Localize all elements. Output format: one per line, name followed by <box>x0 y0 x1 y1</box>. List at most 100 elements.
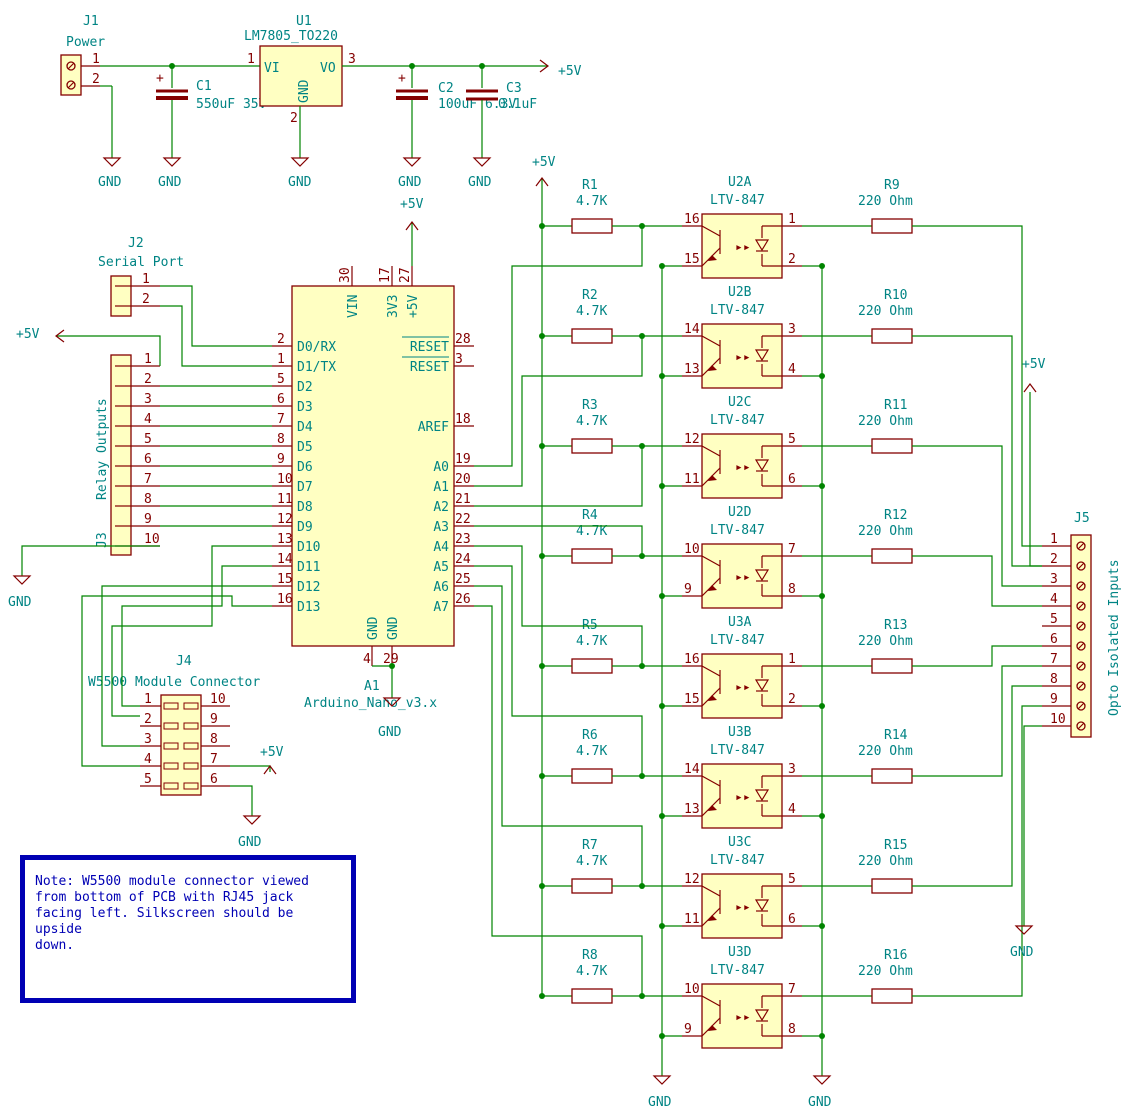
j5-terminal-slash <box>1077 602 1085 610</box>
arduino-pin-name: D10 <box>297 540 320 555</box>
resistor-value: 220 Ohm <box>858 524 913 539</box>
photo-arrows: ▸▸ <box>735 790 751 805</box>
resistor-r11 <box>871 438 913 454</box>
arduino-pin-name: D13 <box>297 600 320 615</box>
j4-contact <box>183 742 199 750</box>
arduino-pin-name: A0 <box>433 460 449 475</box>
pin-number: 11 <box>684 472 700 487</box>
arduino-pin-name: A7 <box>433 600 449 615</box>
photo-arrows: ▸▸ <box>735 350 751 365</box>
j4-pin-number: 9 <box>210 712 218 727</box>
pin-number: 15 <box>684 692 700 707</box>
arduino-pin-number: 4 <box>363 652 371 667</box>
resistor-ref: R3 <box>582 398 598 413</box>
opto-unit: U3A <box>728 615 752 630</box>
j5-pin-number: 1 <box>1050 532 1058 547</box>
j5-pin-number: 4 <box>1050 592 1058 607</box>
svg-text:GND: GND <box>238 835 262 850</box>
opto-unit: U2D <box>728 505 752 520</box>
opto-unit: U3D <box>728 945 752 960</box>
j2-ref: J2 <box>128 236 144 251</box>
pin-number: 12 <box>684 872 700 887</box>
j4-contact <box>163 702 179 710</box>
arduino-pin-number: 13 <box>277 532 293 547</box>
svg-text:+5V: +5V <box>16 327 40 342</box>
svg-text:GND: GND <box>648 1095 672 1110</box>
optocoupler-u2a <box>701 213 783 279</box>
pin-number: 15 <box>684 252 700 267</box>
pin-number: 8 <box>788 582 796 597</box>
arduino-pin-number: 11 <box>277 492 293 507</box>
arrow <box>708 585 717 591</box>
j5-terminal <box>1076 661 1086 671</box>
arduino-pin-number: 30 <box>338 267 353 283</box>
resistor-ref: R9 <box>884 178 900 193</box>
j4-pin-number: 2 <box>144 712 152 727</box>
gnd-symbols-power <box>102 157 492 167</box>
resistor-value: 4.7K <box>576 744 607 759</box>
wire-a0 <box>474 226 643 467</box>
arduino-pin-number: 29 <box>383 652 399 667</box>
wire-a5 <box>474 565 643 776</box>
arduino-pin-name: 3V3 <box>386 295 401 318</box>
j5-terminal <box>1076 601 1086 611</box>
j3-pin-number: 8 <box>144 492 152 507</box>
arduino-pin-name: D1/TX <box>297 360 336 375</box>
j4-contact <box>163 742 179 750</box>
arduino-pin-name: A1 <box>433 480 449 495</box>
pin-number: 7 <box>788 542 796 557</box>
resistor-r10 <box>871 328 913 344</box>
j4-contact <box>163 762 179 770</box>
svg-text:+5V: +5V <box>532 155 556 170</box>
optocoupler-u3c <box>701 873 783 939</box>
transistor <box>701 335 721 347</box>
arrow <box>708 365 717 371</box>
j4-pin-number: 6 <box>210 772 218 787</box>
j3-ref: J3 <box>95 532 110 548</box>
wire-a6 <box>474 585 643 886</box>
j4-ref: J4 <box>176 654 192 669</box>
svg-text:2: 2 <box>92 72 100 87</box>
pin-number: 10 <box>684 982 700 997</box>
pin-number: 3 <box>788 322 796 337</box>
wire-to-j5 <box>912 225 1042 547</box>
j5-pin-number: 3 <box>1050 572 1058 587</box>
arduino-pin-name: +5V <box>406 294 421 318</box>
resistor-r6 <box>571 768 613 784</box>
svg-text:GND: GND <box>808 1095 832 1110</box>
resistor-ref: R7 <box>582 838 598 853</box>
arduino-pin-number: 28 <box>455 332 471 347</box>
j2-value: Serial Port <box>98 255 184 270</box>
j3-value: Relay Outputs <box>95 398 110 500</box>
opto-value: LTV-847 <box>710 413 765 428</box>
j4-contact <box>183 762 199 770</box>
j5-pin-number: 7 <box>1050 652 1058 667</box>
svg-text:GND: GND <box>8 595 32 610</box>
arrow <box>708 805 717 811</box>
pin-number: 10 <box>684 542 700 557</box>
arduino-pin-number: 12 <box>277 512 293 527</box>
wire-to-j5 <box>912 445 1042 587</box>
resistor-value: 220 Ohm <box>858 744 913 759</box>
arduino-pin-number: 10 <box>277 472 293 487</box>
resistor-value: 220 Ohm <box>858 854 913 869</box>
resistor-r12 <box>871 548 913 564</box>
transistor <box>701 555 721 567</box>
arduino-left-pins: 2D0/RX1D1/TX5D26D37D48D59D610D711D812D91… <box>272 332 336 615</box>
arduino-pin-name: D3 <box>297 400 313 415</box>
svg-text:+5V: +5V <box>260 745 284 760</box>
arduino-pin-number: 24 <box>455 552 471 567</box>
arrow <box>708 695 717 701</box>
arduino-pin-name: D7 <box>297 480 313 495</box>
pin-number: 9 <box>684 1022 692 1037</box>
svg-text:+: + <box>156 71 164 86</box>
j5-pin-number: 8 <box>1050 672 1058 687</box>
j5-pin-number: 2 <box>1050 552 1058 567</box>
arduino-pin-name: A4 <box>433 540 449 555</box>
svg-text:GND: GND <box>158 175 182 190</box>
